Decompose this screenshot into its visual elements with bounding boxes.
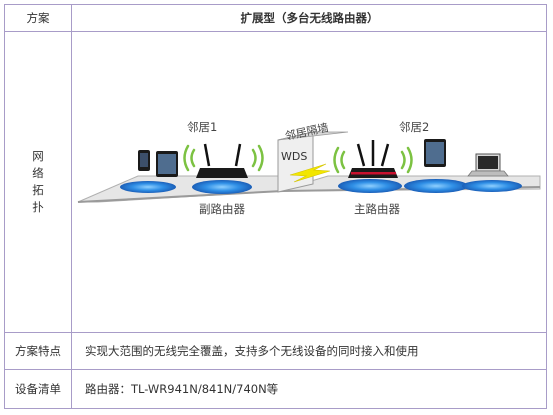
coverage-pool	[192, 180, 252, 194]
topology-label: 网 络 拓 扑	[5, 31, 71, 332]
laptop-icon	[467, 153, 509, 177]
features-value: 实现大范围的无线完全覆盖，支持多个无线设备的同时接入和使用	[85, 343, 419, 358]
topology-label-char: 络	[32, 165, 44, 180]
smartphone-icon	[138, 150, 150, 171]
tablet-icon	[424, 139, 446, 167]
network-topology-diagram: WDS 邻居1 邻居隔墙 邻居2 副路由器 主路由器	[77, 120, 541, 216]
sub-router-icon	[196, 143, 248, 178]
row-divider-2	[5, 332, 546, 333]
wds-label: WDS	[281, 150, 307, 163]
neighbor2-label: 邻居2	[399, 120, 429, 134]
coverage-pool	[404, 179, 468, 193]
devices-label: 设备清单	[15, 381, 61, 396]
row-divider-3	[5, 369, 546, 370]
neighbor1-label: 邻居1	[187, 120, 217, 134]
wifi-signal-icon	[183, 144, 264, 172]
coverage-pool	[120, 181, 176, 193]
floor-left	[77, 175, 289, 203]
sub-router-label: 副路由器	[199, 202, 245, 216]
topology-label-char: 拓	[32, 182, 44, 197]
main-router-icon	[348, 140, 398, 178]
main-router-label: 主路由器	[354, 202, 400, 216]
coverage-pool	[338, 179, 402, 193]
column-divider	[71, 5, 72, 408]
topology-label-char: 扑	[32, 199, 44, 214]
tablet-icon	[156, 151, 178, 177]
coverage-pool	[462, 180, 522, 192]
wifi-signal-icon	[333, 146, 413, 174]
header-label: 方案	[26, 11, 50, 25]
scheme-table: 方案 扩展型（多台无线路由器） 网 络 拓 扑 方案特点 实现大范围的无线完全覆…	[4, 4, 547, 409]
row-divider-1	[5, 31, 546, 32]
wds-lightning-icon	[289, 163, 331, 183]
header-value: 扩展型（多台无线路由器）	[240, 11, 379, 25]
features-label: 方案特点	[15, 343, 61, 358]
devices-value: 路由器：TL-WR941N/841N/740N等	[85, 381, 279, 396]
topology-label-char: 网	[32, 148, 44, 163]
